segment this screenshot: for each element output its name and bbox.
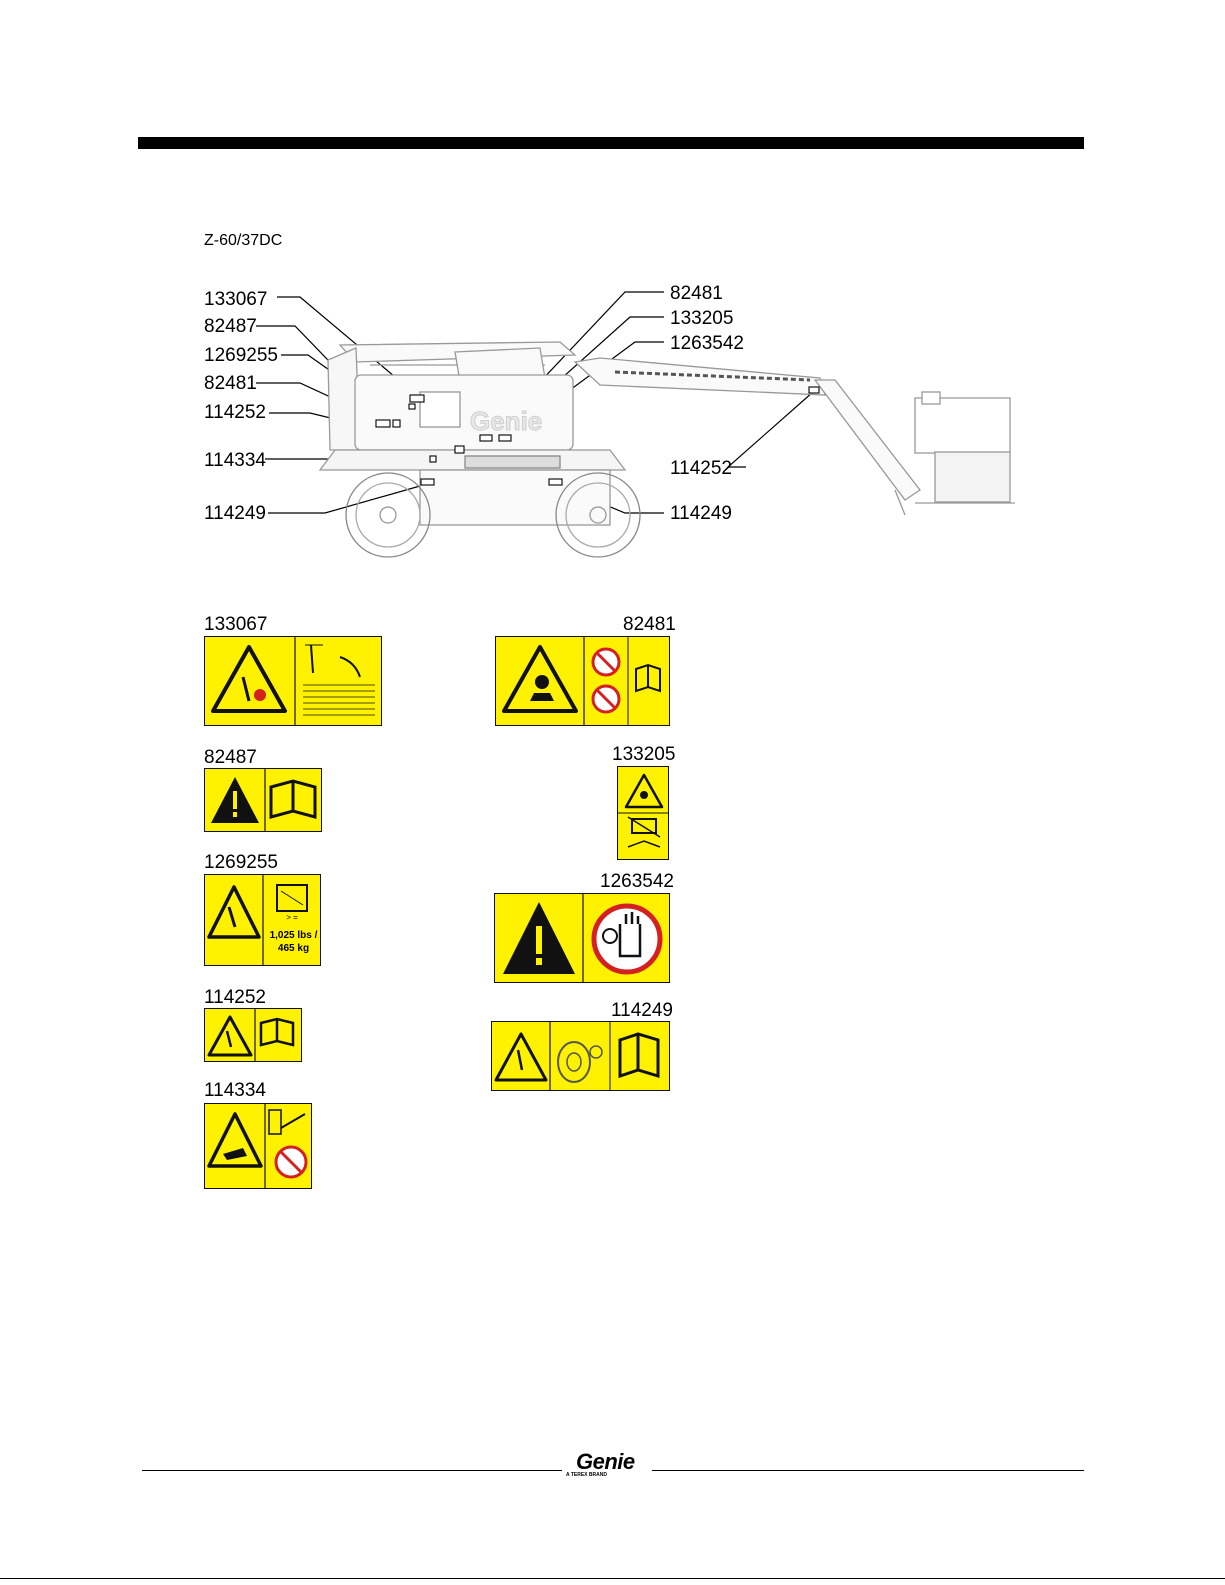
decal-82481 (495, 636, 670, 726)
decal-label-1269255: 1269255 (204, 853, 278, 873)
decal-label-133205: 133205 (612, 745, 675, 765)
callout-133205: 133205 (670, 308, 733, 329)
footer-line-left (142, 1470, 562, 1471)
machine-outline: Genie (320, 342, 1015, 557)
wheel-icon (558, 1042, 590, 1082)
callout-82481-left: 82481 (204, 373, 257, 394)
decal-label-114249: 114249 (611, 1001, 673, 1021)
callout-114252-left: 114252 (204, 402, 266, 423)
callout-1263542: 1263542 (670, 333, 744, 354)
decal-label-114252: 114252 (204, 988, 266, 1008)
warning-triangle-icon (496, 1034, 546, 1080)
decal-1263542 (494, 893, 670, 983)
outlet-icon (269, 1110, 281, 1134)
decal-133205 (617, 766, 669, 860)
callout-114334: 114334 (204, 450, 266, 471)
decal-label-1263542: 1263542 (600, 872, 674, 892)
footer-line-right (652, 1470, 1084, 1471)
callout-133067: 133067 (204, 289, 267, 310)
decal-1269255: > = 1,025 lbs / 465 kg (204, 874, 321, 966)
callout-82481-right: 82481 (670, 283, 723, 304)
warning-triangle-icon (213, 647, 285, 711)
weight-line-1: 1,025 lbs / (265, 930, 321, 942)
decal-114252 (204, 1008, 302, 1062)
decal-label-82487: 82487 (204, 748, 257, 768)
callout-114249-left: 114249 (204, 503, 266, 524)
page-bottom-line (0, 1578, 1225, 1579)
warning-triangle-icon (209, 1017, 251, 1055)
decal-133067 (204, 636, 382, 726)
decal-label-82481: 82481 (623, 615, 676, 635)
decal-label-133067: 133067 (204, 615, 267, 635)
decal-114334 (204, 1103, 312, 1189)
decal-114249 (491, 1021, 670, 1091)
machine-diagram: 133067 82487 1269255 82481 114252 114334… (0, 0, 1225, 580)
decal-label-114334: 114334 (204, 1081, 266, 1101)
callout-114252-right: 114252 (670, 458, 732, 479)
weight-line-2: 465 kg (265, 943, 321, 955)
callout-1269255: 1269255 (204, 345, 278, 366)
svg-text:> =: > = (286, 913, 298, 922)
callout-114249-right: 114249 (670, 503, 732, 524)
svg-text:Genie: Genie (470, 406, 542, 436)
decal-82487 (204, 768, 322, 832)
callout-82487: 82487 (204, 316, 257, 337)
warning-triangle-icon (209, 887, 259, 937)
genie-tagline: A TEREX BRAND (566, 1472, 607, 1478)
